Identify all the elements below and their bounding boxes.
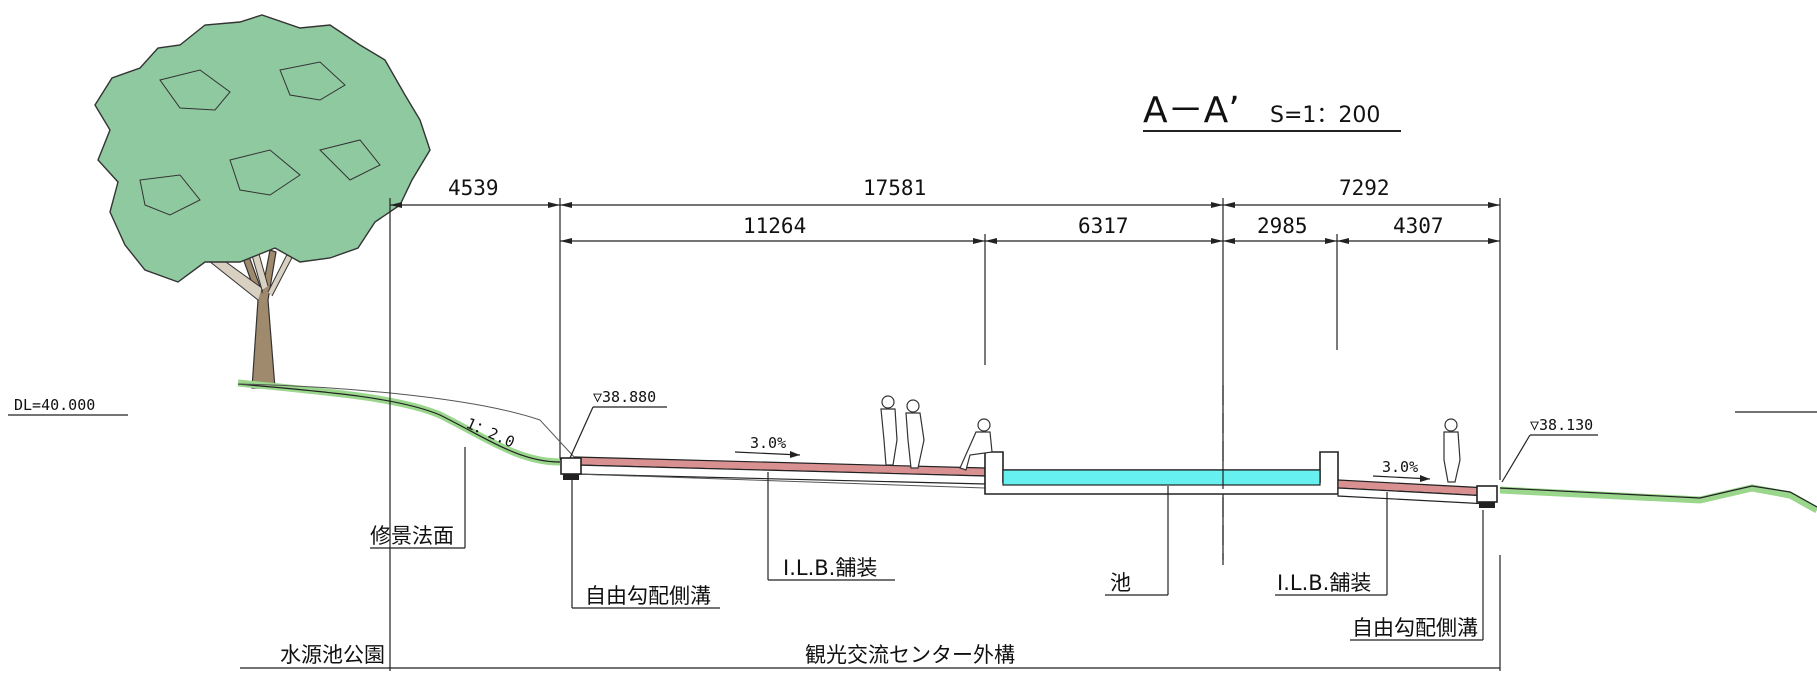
person-icon [880, 395, 898, 466]
slope-left-paving: 3.0% [750, 434, 786, 452]
ground-green-left [237, 379, 561, 466]
dimension-lines [389, 198, 1501, 560]
label-pond: 池 [1110, 571, 1131, 595]
zone-boundary: 水源池公園 観光交流センター外構 [240, 388, 1501, 671]
slope-embankment: 1：2.0 [463, 414, 517, 451]
dim-top-1: 4539 [448, 176, 499, 200]
paving-left [574, 456, 986, 489]
label-paving-left: I.L.B.舗装 [783, 556, 877, 580]
person-icon [905, 399, 925, 469]
dim-top-3: 7292 [1339, 176, 1390, 200]
gutters [560, 457, 1498, 508]
dimension-values: 4539 17581 7292 11264 6317 2985 4307 [448, 176, 1444, 238]
datum-label: DL=40.000 [14, 396, 95, 414]
label-paving-right: I.L.B.舗装 [1277, 571, 1371, 595]
tree-canopy-inner [139, 61, 381, 216]
ground-green-right [1499, 484, 1817, 514]
paving-right [1337, 479, 1489, 505]
label-slope-face: 修景法面 [370, 524, 454, 548]
tree-illustration [94, 14, 431, 389]
slope-right-paving: 3.0% [1382, 458, 1418, 476]
level-marks: ▽38.880 ▽38.130 [569, 388, 1598, 483]
dim-top-2: 17581 [863, 176, 926, 200]
gutter-right-icon [1476, 485, 1498, 503]
pond-structure [984, 385, 1339, 565]
callouts: 修景法面 I.L.B.舗装 自由勾配側溝 池 I.L.B.舗装 自由勾配側溝 [370, 447, 1484, 641]
label-park: 水源池公園 [280, 643, 385, 667]
dim-second-1: 11264 [743, 214, 806, 238]
people-figures [880, 395, 1461, 483]
drawing-title: A－A’ S=1：200 [1143, 90, 1401, 132]
dim-second-2: 6317 [1078, 214, 1129, 238]
datum-level: DL=40.000 [8, 396, 1817, 416]
person-icon [1443, 418, 1461, 483]
person-icon [959, 418, 993, 471]
label-gutter-right: 自由勾配側溝 [1352, 616, 1478, 640]
label-center: 観光交流センター外構 [805, 643, 1015, 667]
pond-water [1002, 469, 1321, 486]
title-scale: S=1：200 [1270, 103, 1380, 128]
gutter-left-icon [560, 457, 582, 475]
label-gutter-left: 自由勾配側溝 [585, 584, 711, 608]
dim-second-3: 2985 [1257, 214, 1308, 238]
level-right: ▽38.130 [1530, 416, 1593, 434]
title-main: A－A’ [1143, 90, 1240, 131]
dim-second-4: 4307 [1393, 214, 1444, 238]
tree-canopy [94, 14, 431, 283]
level-left: ▽38.880 [593, 388, 656, 406]
ground-profile [237, 379, 1817, 514]
